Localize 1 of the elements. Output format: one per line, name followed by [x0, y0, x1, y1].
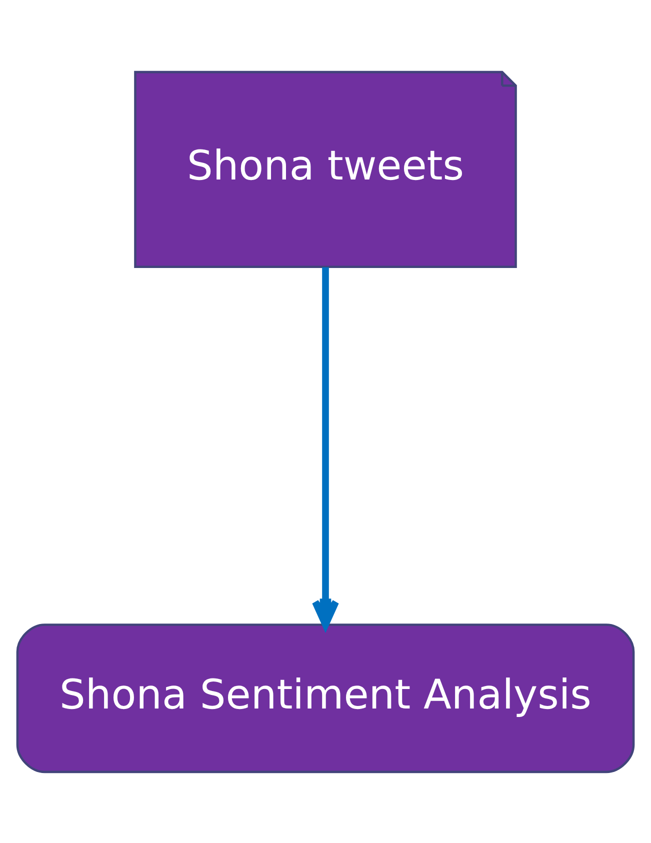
node-box: Shona Sentiment Analysis [16, 623, 635, 773]
